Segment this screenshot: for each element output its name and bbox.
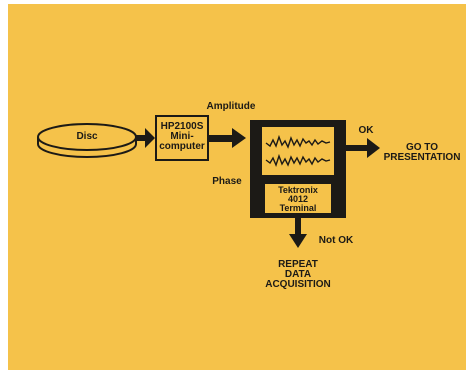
arrow-disc-to-computer xyxy=(136,128,155,148)
repeat-line3: ACQUISITION xyxy=(265,279,331,290)
terminal-label-line1: Tektronix xyxy=(278,185,318,195)
arrow-computer-to-terminal xyxy=(208,128,246,148)
minicomputer-label-line1: HP2100S xyxy=(160,121,204,132)
repeat-line2: DATA xyxy=(284,269,312,280)
amplitude-label: Amplitude xyxy=(206,101,256,112)
presentation-line2: PRESENTATION xyxy=(383,152,461,163)
phase-label: Phase xyxy=(212,176,242,187)
terminal-shape xyxy=(250,120,346,218)
repeat-line1: REPEAT xyxy=(278,259,318,270)
minicomputer-label: HP2100S Mini- computer xyxy=(156,122,208,152)
terminal-label-line2: 4012 xyxy=(287,194,309,204)
arrow-ok xyxy=(346,138,380,158)
repeat-outcome: REPEAT DATA ACQUISITION xyxy=(248,260,348,290)
minicomputer-label-line2: Mini- xyxy=(170,131,194,142)
terminal-label-box xyxy=(265,184,331,213)
not-ok-label: Not OK xyxy=(318,235,354,246)
arrow-not-ok xyxy=(289,218,307,248)
phase-waveform xyxy=(265,153,331,167)
terminal-label-line3: Terminal xyxy=(279,203,317,213)
disc-label: Disc xyxy=(76,131,98,142)
ok-label: OK xyxy=(358,125,374,136)
minicomputer-label-line3: computer xyxy=(159,141,205,152)
terminal-label: Tektronix 4012 Terminal xyxy=(265,186,331,213)
amplitude-waveform xyxy=(265,134,331,149)
presentation-line1: GO TO xyxy=(405,142,439,153)
disc-shape xyxy=(37,123,137,158)
terminal-screen xyxy=(262,127,334,175)
presentation-outcome: GO TO PRESENTATION xyxy=(380,143,464,163)
diagram-background xyxy=(8,4,466,370)
